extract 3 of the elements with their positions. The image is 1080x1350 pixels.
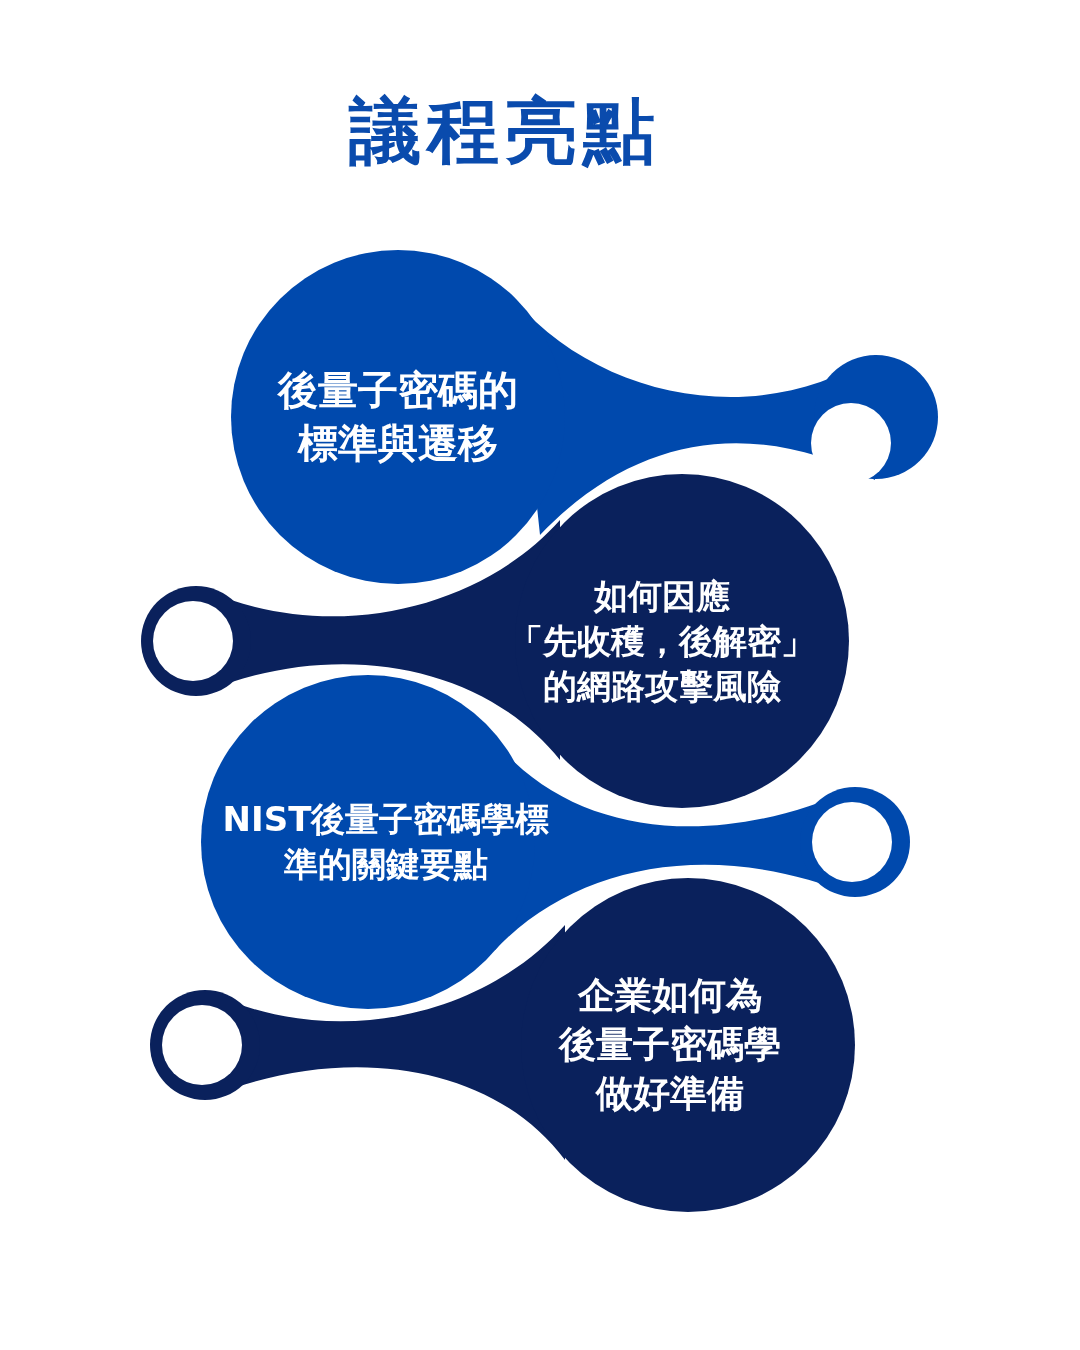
topic-text: NIST後量子密碼學標準的關鍵要點 xyxy=(222,797,550,887)
title: 議程亮點 xyxy=(347,92,662,172)
topic-text: 如何因應「先收穫，後解密」的網路攻擊風險 xyxy=(509,573,815,709)
